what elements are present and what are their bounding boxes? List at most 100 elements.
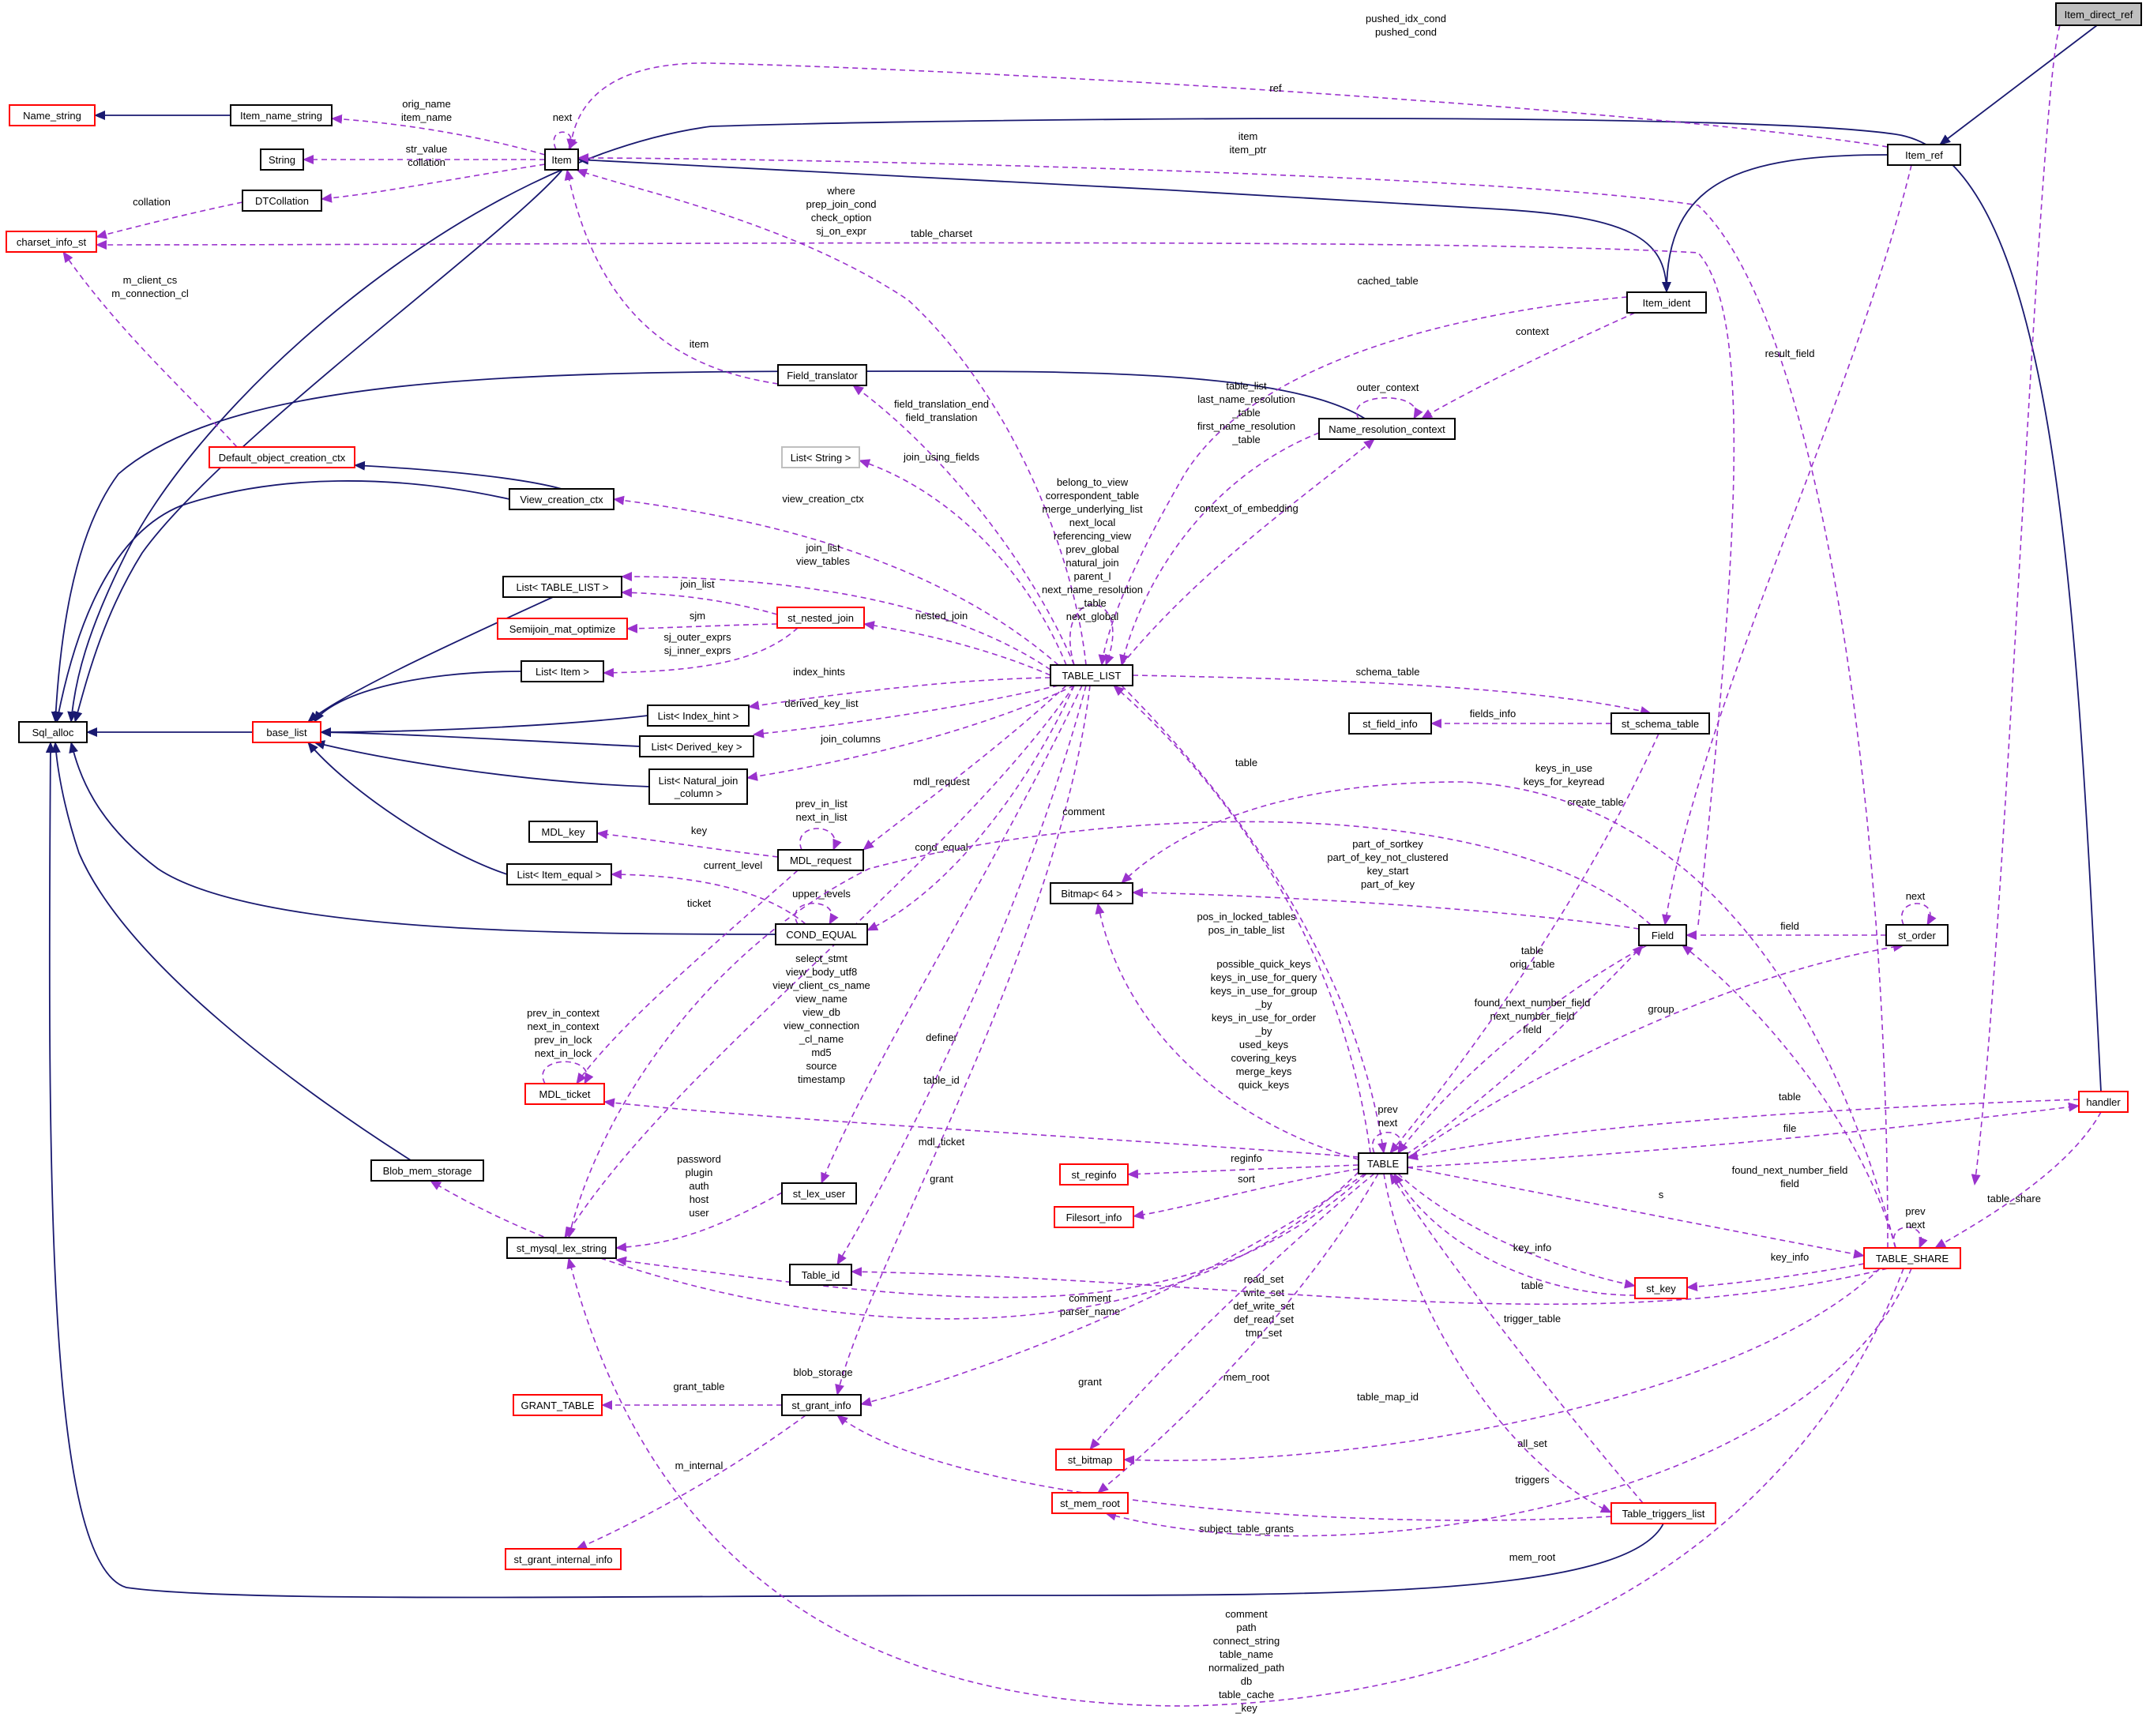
class-node-list-index-hint[interactable]: List< Index_hint > (647, 705, 750, 727)
class-node-cond-equal[interactable]: COND_EQUAL (775, 923, 868, 945)
class-node-list-derived-key[interactable]: List< Derived_key > (639, 735, 754, 757)
class-box (647, 705, 750, 727)
class-node-field[interactable]: Field (1638, 924, 1687, 946)
class-box (506, 1237, 617, 1259)
edge-label: table (1779, 1091, 1801, 1103)
usage-edge-table-list-to-view-creation-ctx (613, 495, 1059, 666)
inheritance-edge-item-ident-to-item (577, 155, 1667, 293)
inheritance-edge-list-table-list-to-base-list (307, 596, 554, 723)
class-label: MDL_key (542, 826, 585, 838)
class-node-name-string[interactable]: Name_string (9, 104, 96, 126)
class-node-st-bitmap[interactable]: st_bitmap (1055, 1449, 1125, 1471)
class-label: List< Item_equal > (517, 869, 602, 881)
class-node-semijoin-mat-optimize[interactable]: Semijoin_mat_optimize (497, 618, 628, 640)
usage-edge-field-to-table (1397, 945, 1648, 1154)
class-box (777, 849, 864, 871)
class-box (6, 231, 97, 253)
usage-edge-table-triggers-list-to-table (1389, 1173, 1644, 1504)
usage-edge-table-to-table (1372, 1131, 1407, 1154)
class-node-table-list[interactable]: TABLE_LIST (1050, 664, 1133, 686)
class-node-table-id[interactable]: Table_id (789, 1264, 852, 1286)
class-node-st-grant-internal-info[interactable]: st_grant_internal_info (505, 1548, 622, 1570)
edge-label: group (1648, 1003, 1674, 1015)
class-node-blob-mem-storage[interactable]: Blob_mem_storage (370, 1159, 484, 1182)
class-node-sql-alloc[interactable]: Sql_alloc (18, 721, 88, 743)
class-node-st-field-info[interactable]: st_field_info (1348, 712, 1432, 735)
class-label: MDL_ticket (539, 1088, 590, 1100)
class-box (513, 1394, 603, 1416)
class-label: st_grant_internal_info (513, 1554, 612, 1565)
class-node-item-name-string[interactable]: Item_name_string (230, 104, 333, 126)
class-node-grant-table[interactable]: GRANT_TABLE (513, 1394, 603, 1416)
class-box (789, 1264, 852, 1286)
class-box (505, 1548, 622, 1570)
class-box (648, 768, 748, 805)
class-node-list-table-list[interactable]: List< TABLE_LIST > (502, 576, 622, 598)
usage-edge-table-list-to-cond-equal (866, 685, 1075, 931)
class-node-item[interactable]: Item (544, 148, 579, 171)
edge-label: outer_context (1357, 381, 1419, 393)
class-node-bitmap-64[interactable]: Bitmap< 64 > (1050, 882, 1133, 904)
class-node-st-grant-info[interactable]: st_grant_info (781, 1394, 862, 1416)
class-node-st-key[interactable]: st_key (1634, 1277, 1688, 1299)
class-node-charset-info-st[interactable]: charset_info_st (6, 231, 97, 253)
class-node-item-direct-ref[interactable]: Item_direct_ref (2055, 2, 2142, 26)
class-node-st-schema-table[interactable]: st_schema_table (1610, 712, 1710, 735)
edge-label: sjm (690, 610, 705, 622)
usage-edge-st-schema-table-to-table (1389, 733, 1659, 1154)
class-box (509, 488, 614, 510)
class-label: st_reginfo (1071, 1169, 1116, 1181)
class-node-item-ref[interactable]: Item_ref (1887, 144, 1961, 166)
class-node-dtcollation[interactable]: DTCollation (242, 190, 322, 212)
edge-label: table_charset (911, 227, 972, 239)
usage-edge-table-to-table-list (1113, 685, 1371, 1154)
class-node-st-lex-user[interactable]: st_lex_user (781, 1182, 857, 1204)
usage-edge-handler-to-table-share (1934, 1111, 2102, 1249)
class-node-string[interactable]: String (260, 148, 304, 171)
class-node-mdl-key[interactable]: MDL_key (528, 821, 598, 843)
class-node-st-order[interactable]: st_order (1885, 924, 1949, 946)
usage-edge-item-ref-to-field (1662, 164, 1912, 926)
class-label: TABLE (1367, 1158, 1400, 1170)
usage-edge-table-to-handler (1407, 1102, 2080, 1168)
class-node-view-creation-ctx[interactable]: View_creation_ctx (509, 488, 614, 510)
class-node-list-string[interactable]: List< String > (781, 446, 860, 468)
class-node-mdl-ticket[interactable]: MDL_ticket (524, 1083, 605, 1105)
usage-edge-item-ident-to-name-resolution-context (1421, 312, 1636, 419)
usage-edge-table-to-st-grant-info (860, 1173, 1366, 1407)
edge-label: key_info (1771, 1251, 1809, 1263)
class-node-name-resolution-context[interactable]: Name_resolution_context (1318, 418, 1456, 440)
class-node-default-object-creation-ctx[interactable]: Default_object_creation_ctx (209, 446, 355, 468)
edge-label: index_hints (793, 666, 845, 678)
edge-label: key (691, 825, 708, 836)
class-node-field-translator[interactable]: Field_translator (777, 364, 867, 386)
class-box (528, 821, 598, 843)
class-label: Name_resolution_context (1329, 423, 1445, 435)
usage-edge-table-list-to-name-resolution-context (1121, 438, 1375, 666)
class-node-mdl-request[interactable]: MDL_request (777, 849, 864, 871)
class-node-st-nested-join[interactable]: st_nested_join (776, 607, 865, 629)
class-node-base-list[interactable]: base_list (252, 721, 321, 743)
class-box (230, 104, 333, 126)
usage-edge-table-share-to-field (1682, 945, 1896, 1249)
edge-label: reginfo (1231, 1152, 1262, 1164)
usage-edge-table-list-to-st-grant-info (835, 685, 1091, 1396)
usage-edge-item-to-item-name-string (331, 114, 546, 156)
class-node-table-triggers-list[interactable]: Table_triggers_list (1610, 1502, 1716, 1524)
class-node-filesort-info[interactable]: Filesort_info (1054, 1206, 1134, 1228)
class-node-list-item[interactable]: List< Item > (521, 660, 604, 682)
class-node-table[interactable]: TABLE (1358, 1152, 1408, 1174)
class-node-list-natural-join-column[interactable]: List< Natural_join_column > (648, 768, 748, 805)
class-node-st-mysql-lex-string[interactable]: st_mysql_lex_string (506, 1237, 617, 1259)
class-node-item-ident[interactable]: Item_ident (1626, 291, 1707, 314)
inheritance-edge-blob-mem-storage-to-sql-alloc (51, 742, 412, 1161)
class-node-table-share[interactable]: TABLE_SHARE (1863, 1247, 1961, 1269)
class-node-handler[interactable]: handler (2078, 1091, 2129, 1113)
class-node-st-mem-root[interactable]: st_mem_root (1051, 1492, 1129, 1514)
edge-label: ticket (687, 897, 712, 909)
class-label: DTCollation (255, 195, 309, 207)
edge-label: current_level (704, 859, 763, 871)
class-node-list-item-equal[interactable]: List< Item_equal > (506, 863, 612, 885)
class-node-st-reginfo[interactable]: st_reginfo (1059, 1163, 1129, 1186)
